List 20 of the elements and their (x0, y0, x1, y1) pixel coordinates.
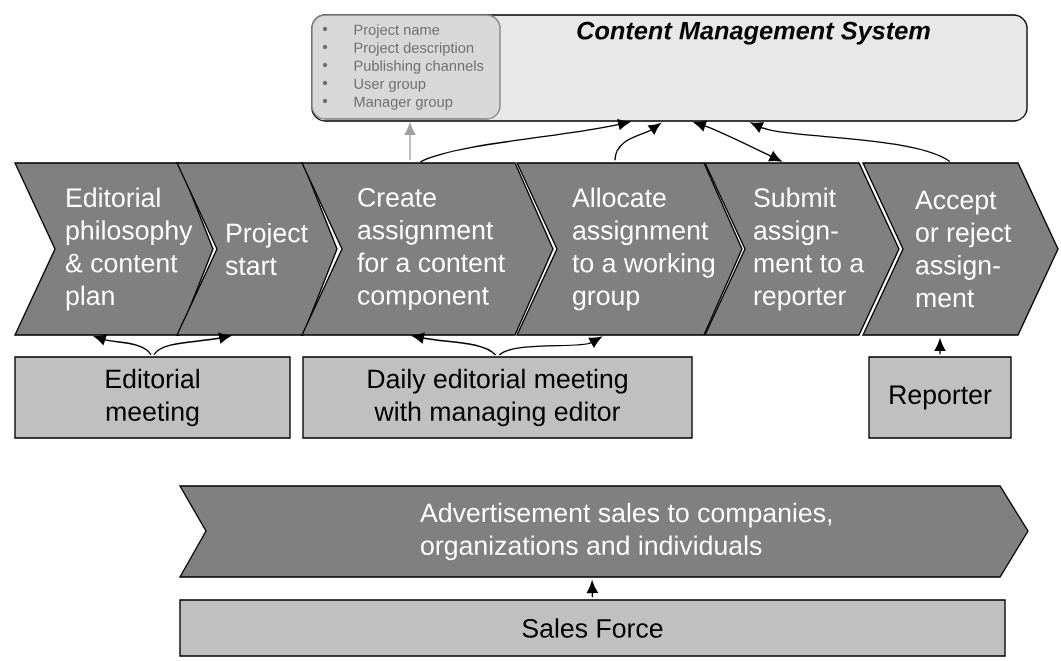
arrow (412, 332, 497, 356)
list-panel: Project name Project description Publishing channels User group Manager group (311, 14, 501, 120)
process-box: Sales Force (179, 599, 1006, 657)
arrow (750, 122, 951, 163)
arrow (614, 123, 661, 161)
process-box: Daily editorial meeting with managing editor (302, 356, 693, 439)
arrow (498, 336, 602, 356)
arrow (586, 581, 598, 598)
arrow (94, 334, 152, 356)
arrow (404, 123, 416, 161)
arrow (419, 119, 630, 163)
arrow (153, 332, 231, 356)
chevron-step: Allocate assignment to a working group (515, 162, 743, 336)
arrow (934, 339, 946, 355)
chevron-step: Editorial philosophy & content plan (13, 162, 214, 336)
process-box: Editorial meeting (14, 356, 291, 439)
node-label: Accept or reject assign- ment (915, 190, 1012, 308)
arrow (694, 120, 782, 162)
chevron-step: Advertisement sales to companies, organizations and individuals (178, 485, 1029, 578)
process-box: Reporter (868, 356, 1012, 439)
